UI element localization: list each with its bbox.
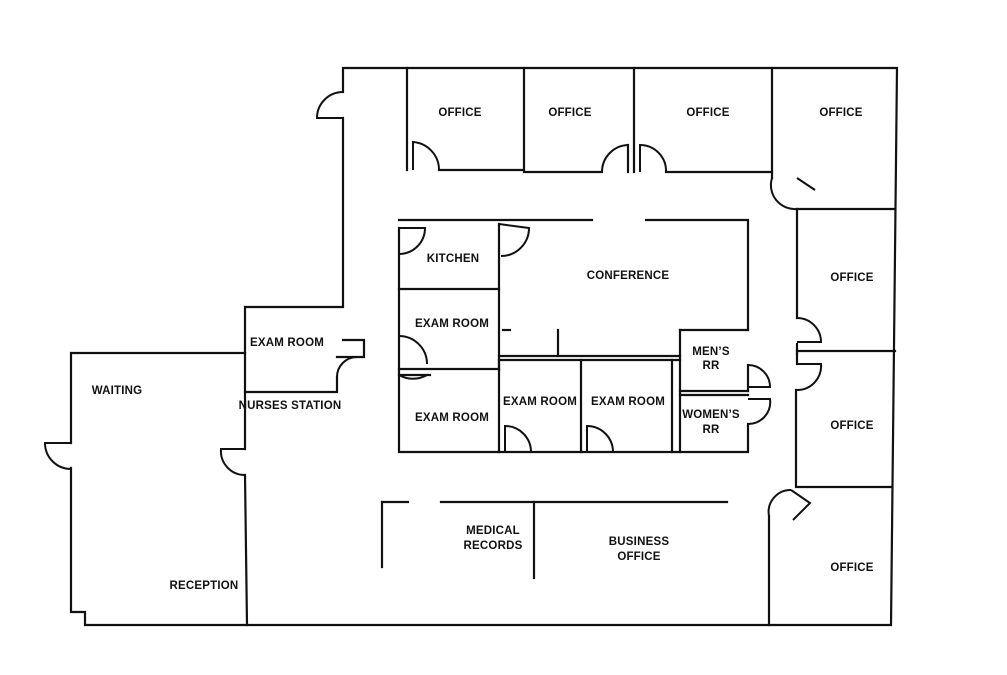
exam-room-1-label: EXAM ROOM xyxy=(415,318,489,330)
womens-rr-label-line1: WOMEN’S xyxy=(682,409,740,421)
right-offices-walls xyxy=(767,207,897,627)
kitchen-label: KITCHEN xyxy=(427,253,480,265)
mens-rr-label-line1: MEN’S xyxy=(692,346,730,358)
womens-rr-label-line2: RR xyxy=(702,424,720,436)
medical-records-label-line2: RECORDS xyxy=(464,540,523,552)
top-offices-walls xyxy=(405,66,774,180)
office-top-3-label: OFFICE xyxy=(686,107,729,119)
door-swings xyxy=(43,91,823,521)
office-right-1-label: OFFICE xyxy=(830,272,873,284)
office-right-3-label: OFFICE xyxy=(830,562,873,574)
exam-room-3-label: EXAM ROOM xyxy=(503,396,577,408)
outer-walls xyxy=(69,66,899,627)
medical-records-label-line1: MEDICAL xyxy=(466,525,520,537)
exam-room-2-label: EXAM ROOM xyxy=(415,412,489,424)
exam-room-5-label: EXAM ROOM xyxy=(250,337,324,349)
reception-label: RECEPTION xyxy=(170,580,239,592)
exam-room-4-label: EXAM ROOM xyxy=(591,396,665,408)
lower-admin-walls xyxy=(380,500,729,580)
waiting-label: WAITING xyxy=(92,385,143,397)
mens-rr-label-line2: RR xyxy=(702,360,720,372)
nurses-station-label: NURSES STATION xyxy=(239,400,342,412)
central-core-walls xyxy=(397,218,750,454)
business-office-label-line1: BUSINESS xyxy=(609,536,670,548)
office-right-2-label: OFFICE xyxy=(830,420,873,432)
conference-label: CONFERENCE xyxy=(587,270,670,282)
business-office-label-line2: OFFICE xyxy=(617,551,660,563)
office-top-2-label: OFFICE xyxy=(548,107,591,119)
office-top-4-label: OFFICE xyxy=(819,107,862,119)
office-top-1-label: OFFICE xyxy=(438,107,481,119)
